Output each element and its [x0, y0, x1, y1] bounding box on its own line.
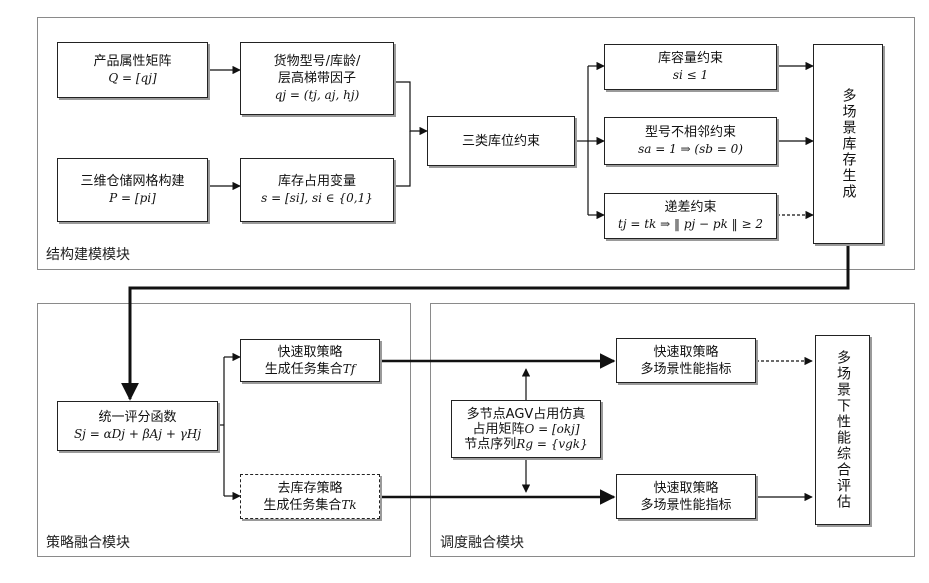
three-constraints-box: 三类库位约束 [427, 116, 575, 166]
comprehensive-eval-box: 多场景下性能综合评估 [815, 335, 870, 525]
capacity-constraint-box: 库容量约束 si ≤ 1 [604, 44, 777, 90]
occupy-var-title: 库存占用变量 [278, 173, 356, 190]
multi-stock-title: 多场景库存生成 [840, 88, 857, 200]
cargo-factor-formula: qj = (tj, aj, hj) [275, 87, 360, 104]
fast-pick-title2: 生成任务集合 [265, 362, 343, 377]
agv-sim-title: 多节点AGV占用仿真 [467, 407, 586, 422]
agv-sim-label3: 节点序列 [464, 437, 516, 452]
arrow-cargo-to-constraints [394, 82, 427, 131]
product-attribute-matrix-box: 产品属性矩阵 Q = [qj] [57, 42, 208, 98]
adjacent-title: 型号不相邻约束 [645, 124, 736, 141]
perf2-title2: 多场景性能指标 [640, 497, 731, 514]
destock-strategy-box: 去库存策略 生成任务集合Tk [240, 474, 380, 519]
unified-score-title: 统一评分函数 [98, 409, 176, 426]
grid-3d-formula: P = [pi] [109, 190, 156, 207]
model-adjacent-constraint-box: 型号不相邻约束 sa = 1 ⇒ (sb = 0) [604, 117, 777, 165]
agv-sim-line3: 节点序列Rg = {vgk} [464, 437, 587, 452]
agv-sim-line2: 占用矩阵O = [okj] [472, 422, 579, 437]
cargo-factor-title2: 层高梯带因子 [278, 70, 356, 87]
cargo-factor-box: 货物型号/库龄/ 层高梯带因子 qj = (tj, aj, hj) [240, 42, 394, 115]
destock-symbol: Tk [341, 498, 356, 512]
perf2-title: 快速取策略 [653, 480, 718, 497]
fast-pick-strategy-box: 快速取策略 生成任务集合Tf [240, 339, 380, 382]
grid-3d-box: 三维仓储网格构建 P = [pi] [57, 158, 208, 222]
agv-simulation-box: 多节点AGV占用仿真 占用矩阵O = [okj] 节点序列Rg = {vgk} [451, 400, 601, 458]
cargo-factor-title: 货物型号/库龄/ [274, 53, 361, 70]
unified-score-box: 统一评分函数 Sj = αDj + βAj + γHj [57, 401, 218, 451]
gradient-formula: tj = tk ⇒ ‖ pj − pk ‖ ≥ 2 [618, 216, 763, 233]
attr-matrix-formula: Q = [qj] [108, 70, 156, 87]
gradient-constraint-box: 递差约束 tj = tk ⇒ ‖ pj − pk ‖ ≥ 2 [604, 193, 777, 239]
destock-title2: 生成任务集合 [263, 498, 341, 513]
occupy-variable-box: 库存占用变量 s = [si], si ∈ {0,1} [240, 158, 394, 222]
fast-pick-line2: 生成任务集合Tf [265, 361, 355, 378]
eval-title: 多场景下性能综合评估 [834, 350, 851, 510]
agv-sim-formula2: O = [okj] [524, 422, 579, 436]
arrow-occupy-to-constraints [394, 131, 410, 186]
fast-pick-title: 快速取策略 [277, 344, 342, 361]
fast-pick-symbol: Tf [343, 362, 355, 376]
unified-score-formula: Sj = αDj + βAj + γHj [74, 426, 201, 443]
perf-indicator-box-1: 快速取策略 多场景性能指标 [616, 338, 756, 383]
multi-scenario-stock-box: 多场景库存生成 [813, 44, 883, 244]
capacity-title: 库容量约束 [658, 50, 723, 67]
destock-line2: 生成任务集合Tk [263, 497, 356, 514]
destock-title: 去库存策略 [277, 480, 342, 497]
agv-sim-label2: 占用矩阵 [472, 422, 524, 437]
attr-matrix-title: 产品属性矩阵 [93, 53, 171, 70]
capacity-formula: si ≤ 1 [673, 67, 708, 84]
perf1-title2: 多场景性能指标 [640, 361, 731, 378]
perf-indicator-box-2: 快速取策略 多场景性能指标 [616, 474, 756, 519]
occupy-var-formula: s = [si], si ∈ {0,1} [261, 190, 373, 207]
three-constraints-title: 三类库位约束 [462, 133, 540, 150]
grid-3d-title: 三维仓储网格构建 [80, 173, 184, 190]
adjacent-formula: sa = 1 ⇒ (sb = 0) [638, 141, 743, 158]
agv-sim-formula3: Rg = {vgk} [516, 437, 587, 451]
gradient-title: 递差约束 [664, 199, 716, 216]
perf1-title: 快速取策略 [653, 344, 718, 361]
